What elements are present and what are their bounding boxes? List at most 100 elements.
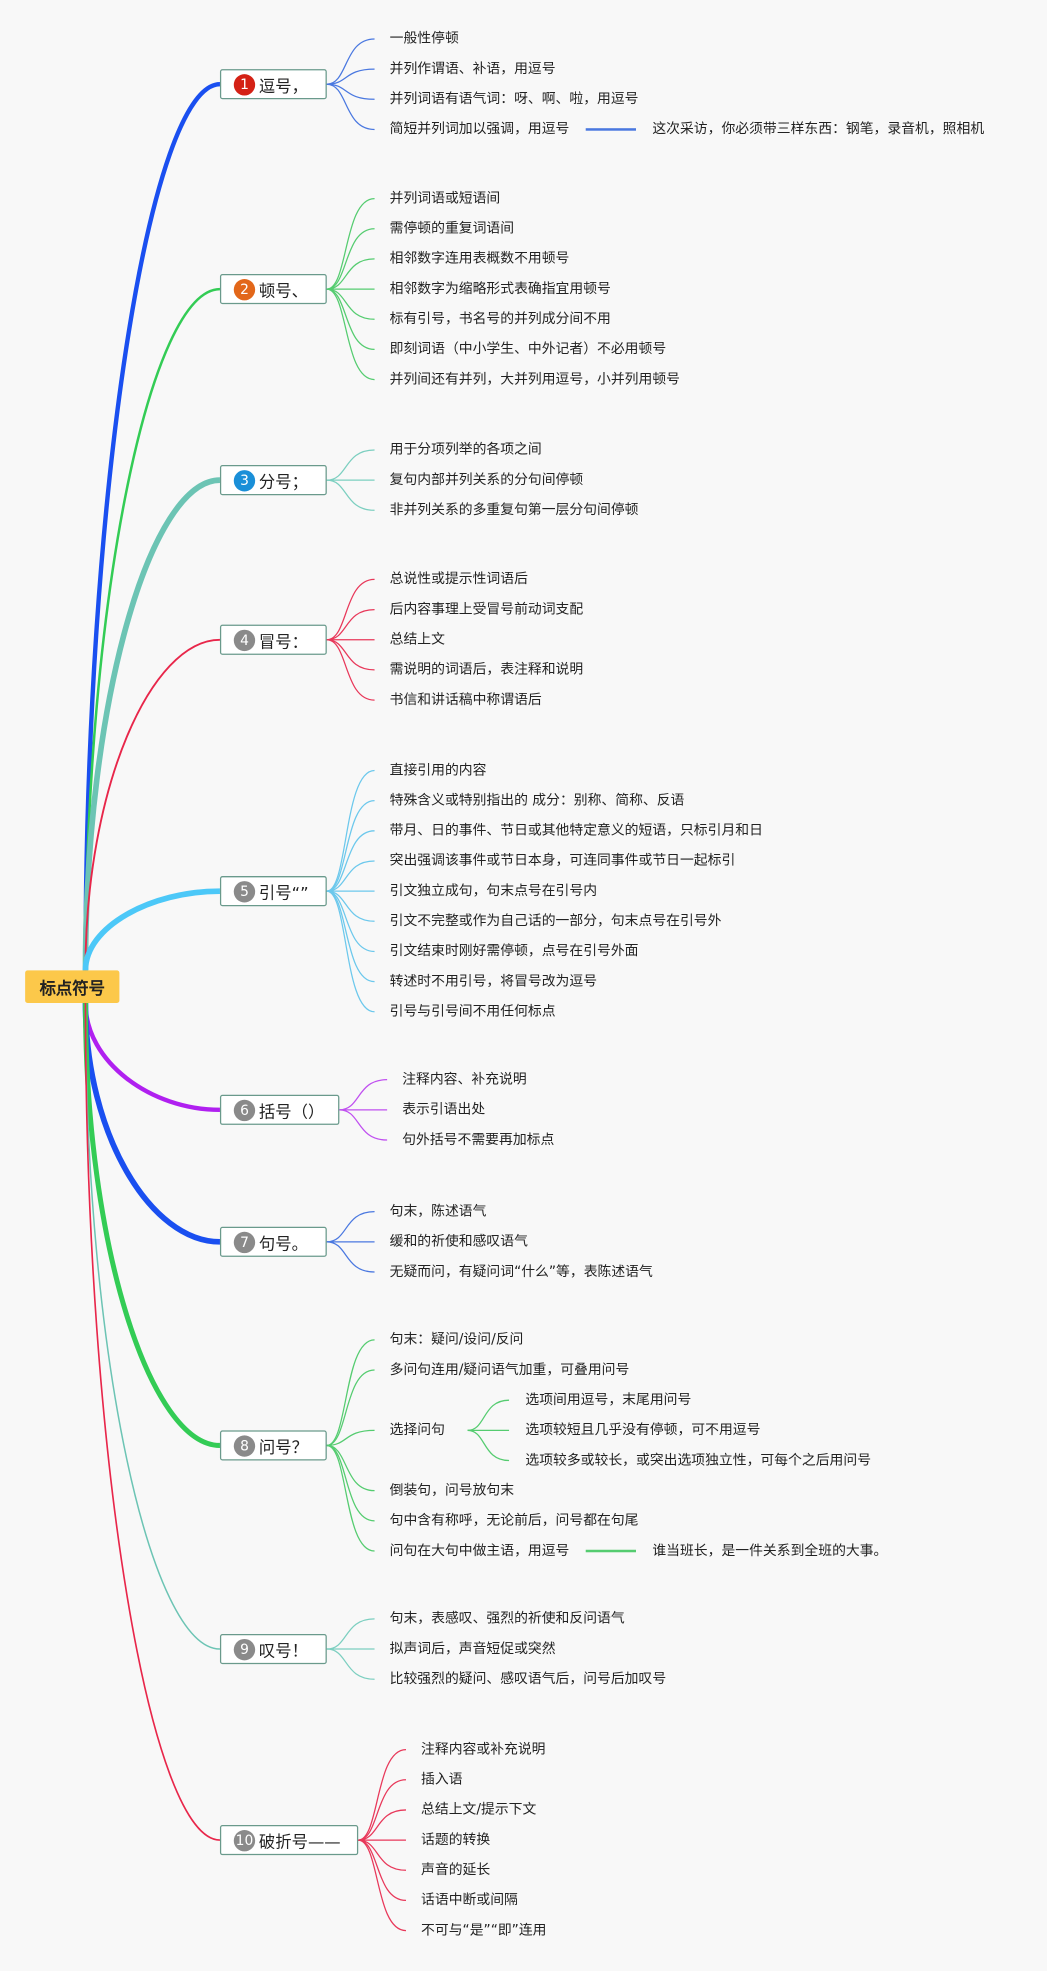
- child-item[interactable]: 并列词语或短语间: [390, 189, 501, 209]
- child-connector: [358, 1839, 406, 1871]
- child-item[interactable]: 一般性停顿: [390, 29, 459, 49]
- child-item[interactable]: 缓和的祈使和感叹语气: [390, 1232, 528, 1252]
- branch-connector: [84, 287, 220, 971]
- child-item[interactable]: 书信和讲话稿中称谓语后: [390, 690, 542, 710]
- child-item[interactable]: 需说明的词语后，表注释和说明: [390, 660, 584, 680]
- child-item[interactable]: 即刻词语（中小学生、中外记者）不必用顿号: [390, 339, 667, 359]
- child-text: 引号与引号间不用任何标点: [389, 1003, 556, 1020]
- child-text: 无疑而问，有疑问词“什么”等，表陈述语气: [389, 1263, 653, 1280]
- child-item[interactable]: 多问句连用/疑问语气加重，可叠用问号: [390, 1360, 630, 1380]
- sub-child-item[interactable]: 选项间用逗号，末尾用问号: [525, 1390, 691, 1410]
- child-item[interactable]: 选择问句: [390, 1420, 445, 1440]
- child-item[interactable]: 注释内容或补充说明: [421, 1740, 545, 1760]
- child-item[interactable]: 并列间还有并列，大并列用逗号，小并列用顿号: [390, 370, 680, 390]
- root-label: 标点符号: [39, 979, 105, 999]
- child-item[interactable]: 并列词语有语气词：呀、啊、啦，用逗号: [390, 89, 639, 109]
- child-item[interactable]: 复句内部并列关系的分句间停顿: [390, 470, 584, 490]
- child-item[interactable]: 注释内容、补充说明: [402, 1070, 526, 1090]
- child-item[interactable]: 引号与引号间不用任何标点: [390, 1002, 556, 1022]
- child-item[interactable]: 总结上文/提示下文: [421, 1800, 536, 1820]
- branch-connector: [82, 477, 221, 971]
- child-item[interactable]: 并列作谓语、补语，用逗号: [390, 59, 556, 79]
- child-item[interactable]: 突出强调该事件或节日本身，可连同事件或节日一起标引: [390, 851, 736, 871]
- child-item[interactable]: 用于分项列举的各项之间: [390, 440, 542, 460]
- child-item[interactable]: 话语中断或间隔: [421, 1890, 518, 1910]
- child-item[interactable]: 不可与“是”“即”连用: [421, 1921, 546, 1941]
- child-connector: [326, 1211, 375, 1243]
- child-item[interactable]: 表示引语出处: [402, 1100, 485, 1120]
- child-connector: [326, 38, 375, 85]
- child-item[interactable]: 句末：疑问/设问/反问: [390, 1330, 524, 1350]
- branch-connector: [84, 638, 220, 971]
- child-connector: [326, 1444, 375, 1492]
- child-item[interactable]: 句末，陈述语气: [390, 1202, 487, 1222]
- sub-child-item[interactable]: 选项较短且几乎没有停顿，可不用逗号: [525, 1420, 760, 1440]
- child-connector: [326, 890, 375, 1013]
- child-item[interactable]: 句中含有称呼，无论前后，问号都在句尾: [390, 1511, 639, 1531]
- child-item[interactable]: 转述时不用引号，将冒号改为逗号: [390, 972, 597, 992]
- child-item[interactable]: 无疑而问，有疑问词“什么”等，表陈述语气: [390, 1262, 653, 1282]
- child-connector: [326, 258, 375, 290]
- child-item[interactable]: 需停顿的重复词语间: [390, 219, 514, 239]
- number-badge: 7: [233, 1231, 256, 1253]
- child-item[interactable]: 标有引号，书名号的并列成分间不用: [390, 309, 611, 329]
- child-connector: [326, 288, 375, 320]
- child-connector: [326, 800, 375, 892]
- child-text: 特殊含义或特别指出的 成分：别称、简称、反语: [389, 791, 685, 809]
- sub-child-item[interactable]: 选项较多或较长，或突出选项独立性，可每个之后用问号: [525, 1450, 871, 1470]
- branch-label: 句号。: [258, 1234, 308, 1254]
- child-item[interactable]: 话题的转换: [421, 1830, 490, 1850]
- child-item[interactable]: 带月、日的事件、节日或其他特定意义的短语，只标引月和日: [390, 821, 763, 841]
- child-text: 话语中断或间隔: [421, 1891, 518, 1908]
- child-text: 引文独立成句，句末点号在引号内: [389, 882, 598, 899]
- child-item[interactable]: 问句在大句中做主语，用逗号谁当班长，是一件关系到全班的大事。: [390, 1541, 888, 1561]
- child-item[interactable]: 相邻数字连用表概数不用顿号: [390, 249, 570, 269]
- child-connector: [358, 1748, 407, 1841]
- child-item[interactable]: 插入语: [421, 1770, 462, 1790]
- child-item[interactable]: 比较强烈的疑问、感叹语气后，问号后加叹号: [390, 1669, 667, 1689]
- child-item[interactable]: 句末，表感叹、强烈的祈使和反问语气: [390, 1609, 625, 1629]
- branch-label: 破折号——: [258, 1833, 341, 1853]
- child-connector: [358, 1809, 406, 1841]
- child-text: 问句在大句中做主语，用逗号: [389, 1542, 570, 1559]
- child-item[interactable]: 相邻数字为缩略形式表确指宜用顿号: [390, 279, 611, 299]
- child-text: 句末，表感叹、强烈的祈使和反问语气: [389, 1610, 625, 1627]
- child-item[interactable]: 引文结束时刚好需停顿，点号在引号外面: [390, 941, 639, 961]
- child-text: 总结上文: [389, 630, 445, 648]
- child-item[interactable]: 引文独立成句，句末点号在引号内: [390, 881, 597, 901]
- child-text: 注释内容或补充说明: [421, 1740, 546, 1758]
- child-text: 多问句连用/疑问语气加重，可叠用问号: [389, 1361, 630, 1378]
- child-item[interactable]: 总结上文: [390, 630, 445, 650]
- child-item[interactable]: 声音的延长: [421, 1860, 490, 1880]
- child-item[interactable]: 句外括号不需要再加标点: [402, 1130, 554, 1150]
- child-item[interactable]: 特殊含义或特别指出的 成分：别称、简称、反语: [390, 791, 685, 811]
- child-item[interactable]: 直接引用的内容: [390, 760, 487, 780]
- branch-label: 分号；: [258, 473, 308, 493]
- child-item[interactable]: 非并列关系的多重复句第一层分句间停顿: [390, 500, 639, 520]
- child-item[interactable]: 后内容事理上受冒号前动词支配: [390, 600, 584, 620]
- child-item[interactable]: 倒装句，问号放句末: [390, 1481, 514, 1501]
- child-item[interactable]: 引文不完整或作为自己话的一部分，句末点号在引号外: [390, 911, 722, 931]
- child-text: 句外括号不需要再加标点: [402, 1131, 555, 1148]
- child-text: 用于分项列举的各项之间: [389, 441, 542, 458]
- child-item[interactable]: 简短并列词加以强调，用逗号这次采访，你必须带三样东西：钢笔，录音机，照相机: [390, 119, 985, 139]
- branch-connector: [82, 1003, 220, 1245]
- root-node[interactable]: 标点符号: [25, 970, 120, 1004]
- child-connector: [326, 1618, 375, 1650]
- child-item[interactable]: 拟声词后，声音短促或突然: [390, 1639, 556, 1659]
- child-connector: [326, 228, 375, 290]
- child-item[interactable]: 总说性或提示性词语后: [390, 569, 528, 589]
- child-text: 缓和的祈使和感叹语气: [389, 1233, 528, 1250]
